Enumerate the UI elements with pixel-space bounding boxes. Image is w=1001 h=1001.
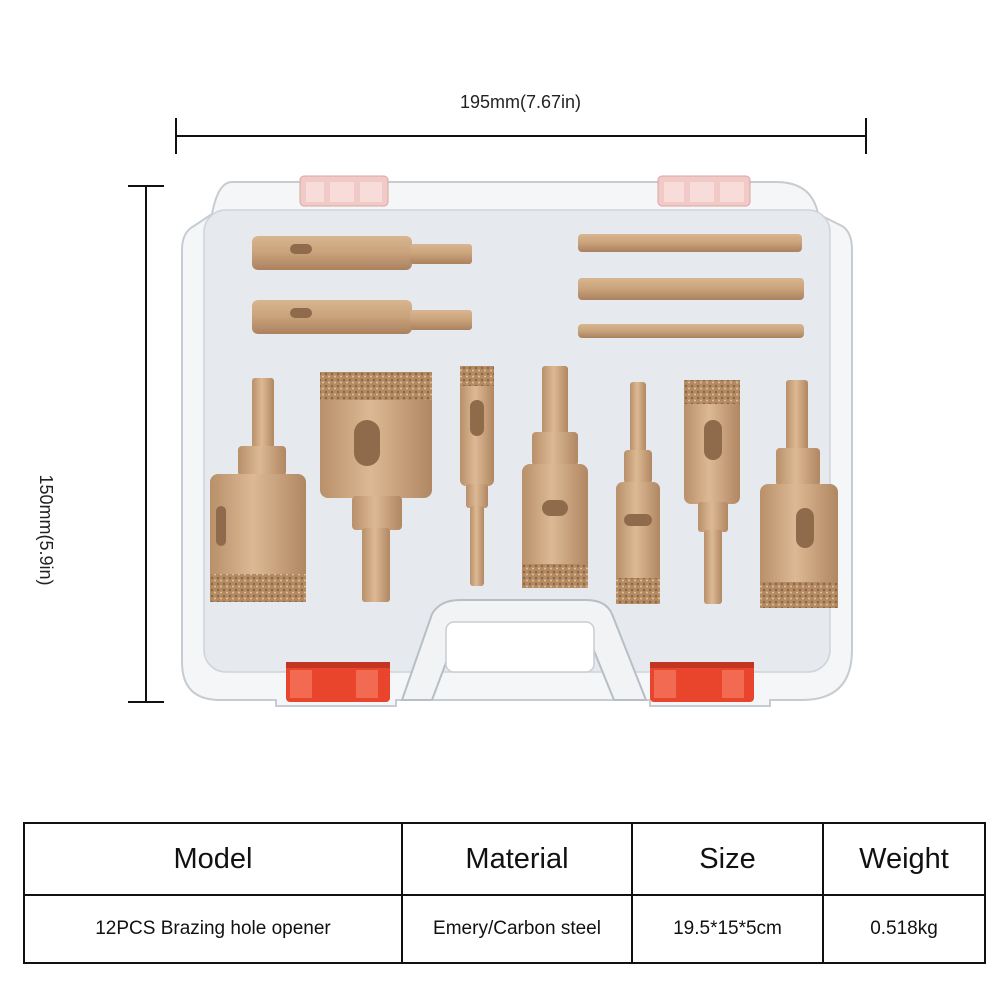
hole-saw-6 — [684, 380, 740, 604]
drill-bit-thin-1 — [578, 234, 802, 252]
cell-size: 19.5*15*5cm — [631, 894, 824, 964]
cell-model: 12PCS Brazing hole opener — [23, 894, 403, 964]
cell-weight: 0.518kg — [822, 894, 986, 964]
cell-material: Emery/Carbon steel — [401, 894, 633, 964]
width-dimension-label: 195mm(7.67in) — [459, 92, 582, 112]
drill-bit-horizontal-2 — [252, 300, 472, 334]
top-hinge-right — [657, 175, 751, 207]
drill-bit-thin-2 — [578, 278, 804, 300]
latch-right — [650, 662, 754, 702]
latch-left — [286, 662, 390, 702]
top-hinge-left — [299, 175, 389, 207]
handle-grip-opening — [445, 621, 595, 673]
spec-table-header-row: Model Material Size Weight — [23, 822, 986, 896]
drill-bit-thin-3 — [578, 324, 804, 338]
hole-saw-5 — [616, 382, 660, 604]
header-model: Model — [23, 822, 403, 896]
hole-saw-7 — [760, 380, 838, 608]
hole-saw-2 — [320, 372, 432, 602]
drill-bit-horizontal-1 — [252, 236, 472, 270]
table-row: 12PCS Brazing hole opener Emery/Carbon s… — [23, 894, 986, 964]
header-size: Size — [631, 822, 824, 896]
hole-saw-1 — [210, 378, 306, 602]
header-weight: Weight — [822, 822, 986, 896]
header-material: Material — [401, 822, 633, 896]
spec-table: Model Material Size Weight 12PCS Brazing… — [23, 822, 986, 964]
hole-saw-4 — [522, 366, 588, 588]
hole-saw-3 — [460, 366, 494, 586]
